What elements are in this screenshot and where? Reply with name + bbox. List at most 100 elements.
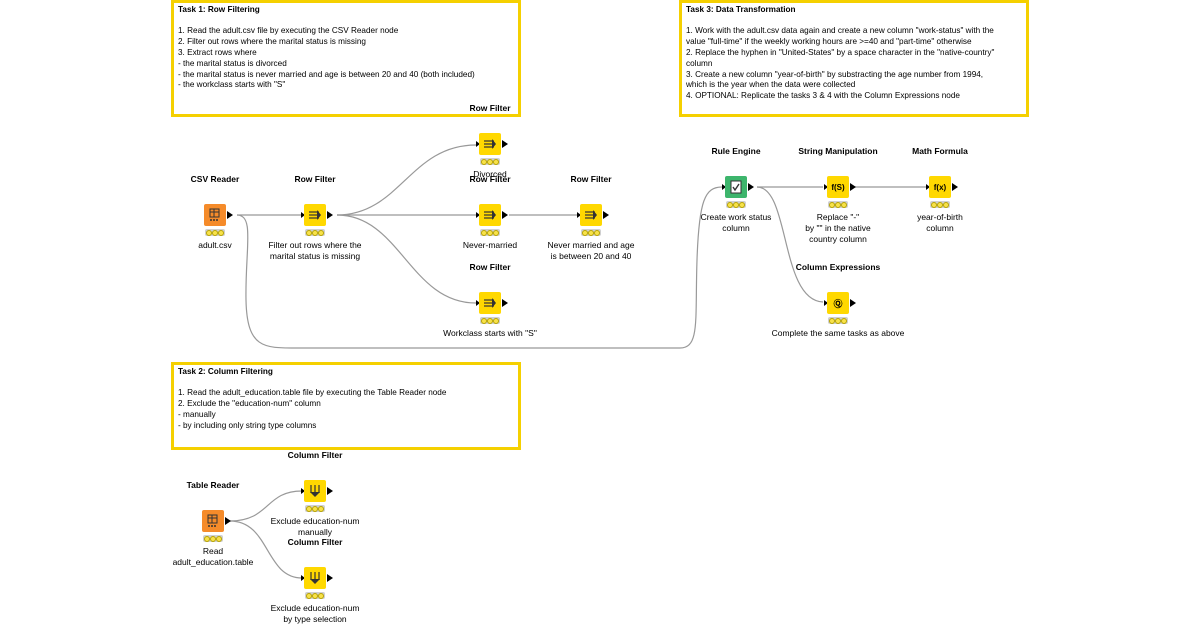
node-desc-line: Create work status: [700, 212, 772, 222]
annotation-task1[interactable]: Task 1: Row Filtering 1. Read the adult.…: [171, 0, 521, 117]
input-port[interactable]: [301, 575, 305, 581]
node-desc-line: Exclude education-num: [270, 603, 360, 613]
node-description[interactable]: Never-married: [420, 240, 560, 251]
status-traffic-light: [480, 229, 500, 236]
annotation-line: - by including only string type columns: [178, 420, 317, 430]
column-expressions-icon[interactable]: Ⓠ: [827, 292, 849, 314]
node-description[interactable]: Exclude education-num manually: [245, 516, 385, 538]
input-port[interactable]: [926, 184, 930, 190]
input-port[interactable]: [301, 212, 305, 218]
math-formula-icon[interactable]: f(x): [929, 176, 951, 198]
input-port[interactable]: [476, 141, 480, 147]
annotation-line: 3. Extract rows where: [178, 47, 257, 57]
input-port[interactable]: [824, 184, 828, 190]
node-name: Table Reader: [186, 480, 240, 490]
row-filter-icon[interactable]: [479, 133, 501, 155]
column-filter-icon[interactable]: [304, 567, 326, 589]
annotation-task2[interactable]: Task 2: Column Filtering 1. Read the adu…: [171, 362, 521, 450]
node-name: Row Filter: [294, 174, 336, 184]
node-desc-line: country column: [809, 234, 867, 244]
status-traffic-light: [581, 229, 601, 236]
row-filter-icon[interactable]: [304, 204, 326, 226]
node-description[interactable]: Exclude education-num by type selection: [245, 603, 385, 625]
output-port[interactable]: [502, 140, 508, 148]
status-traffic-light: [480, 317, 500, 324]
node-description[interactable]: Never married and age is between 20 and …: [521, 240, 661, 262]
node-description[interactable]: Create work status column: [666, 212, 806, 234]
annotation-line: 1. Read the adult.csv file by executing …: [178, 25, 399, 35]
annotation-line: which is the year when the data were col…: [686, 80, 856, 90]
status-traffic-light: [203, 535, 223, 542]
status-traffic-light: [726, 201, 746, 208]
rule-engine-icon[interactable]: [725, 176, 747, 198]
output-port[interactable]: [327, 574, 333, 582]
node-desc-line: year-of-birth: [917, 212, 963, 222]
output-port[interactable]: [748, 183, 754, 191]
table-reader-icon[interactable]: [202, 510, 224, 532]
node-desc-line: is between 20 and 40: [550, 251, 632, 261]
connection: [336, 144, 477, 216]
node-description[interactable]: Replace "-" by "" in the native country …: [768, 212, 908, 245]
input-port[interactable]: [722, 184, 726, 190]
output-port[interactable]: [952, 183, 958, 191]
input-port[interactable]: [824, 300, 828, 306]
annotation-line: 2. Replace the hyphen in "United-States"…: [686, 47, 995, 57]
string-manipulation-icon[interactable]: f(S): [827, 176, 849, 198]
annotation-title: Task 1: Row Filtering: [178, 5, 260, 14]
node-description[interactable]: year-of-birth column: [870, 212, 1010, 234]
node-name: Row Filter: [469, 103, 511, 113]
output-port[interactable]: [502, 299, 508, 307]
status-traffic-light: [305, 592, 325, 599]
node-description[interactable]: adult.csv: [145, 240, 285, 251]
output-port[interactable]: [850, 299, 856, 307]
output-port[interactable]: [327, 487, 333, 495]
node-description[interactable]: Divorced: [420, 169, 560, 180]
output-port[interactable]: [327, 211, 333, 219]
row-filter-icon[interactable]: [479, 204, 501, 226]
node-description[interactable]: Workclass starts with "S": [420, 328, 560, 339]
node-desc-line: manually: [297, 527, 333, 537]
node-desc-line: Divorced: [473, 169, 507, 179]
connection: [229, 490, 303, 522]
input-port[interactable]: [577, 212, 581, 218]
node-desc-line: Read: [202, 546, 224, 556]
node-name: Row Filter: [469, 174, 511, 184]
output-port[interactable]: [603, 211, 609, 219]
input-port[interactable]: [476, 300, 480, 306]
output-port[interactable]: [227, 211, 233, 219]
column-filter-icon[interactable]: [304, 480, 326, 502]
status-traffic-light: [305, 505, 325, 512]
annotation-task3[interactable]: Task 3: Data Transformation 1. Work with…: [679, 0, 1029, 117]
table-reader-icon[interactable]: [204, 204, 226, 226]
node-description[interactable]: Filter out rows where the marital status…: [245, 240, 385, 262]
node-name: String Manipulation: [798, 146, 878, 156]
status-traffic-light: [930, 201, 950, 208]
node-desc-line: column: [926, 223, 954, 233]
output-port[interactable]: [502, 211, 508, 219]
connection: [229, 520, 303, 579]
input-port[interactable]: [301, 488, 305, 494]
output-port[interactable]: [225, 517, 231, 525]
node-name: Column Expressions: [795, 262, 881, 272]
row-filter-icon[interactable]: [479, 292, 501, 314]
node-name: Rule Engine: [711, 146, 761, 156]
status-traffic-light: [828, 201, 848, 208]
input-port[interactable]: [476, 212, 480, 218]
status-traffic-light: [305, 229, 325, 236]
status-traffic-light: [480, 158, 500, 165]
node-desc-line: marital status is missing: [269, 251, 361, 261]
annotation-line: 3. Create a new column "year-of-birth" b…: [686, 69, 984, 79]
node-description[interactable]: Complete the same tasks as above: [768, 328, 908, 339]
annotation-line: - manually: [178, 409, 216, 419]
annotation-line: 2. Exclude the "education-num" column: [178, 398, 321, 408]
node-desc-line: Never married and age: [547, 240, 635, 250]
node-description[interactable]: Read adult_education.table: [143, 546, 283, 568]
output-port[interactable]: [850, 183, 856, 191]
annotation-line: - the marital status is divorced: [178, 58, 287, 68]
annotation-line: 1. Work with the adult.csv data again an…: [686, 25, 994, 35]
node-desc-line: Complete the same tasks as above: [771, 328, 905, 338]
row-filter-icon[interactable]: [580, 204, 602, 226]
node-desc-line: Workclass starts with "S": [443, 328, 537, 338]
